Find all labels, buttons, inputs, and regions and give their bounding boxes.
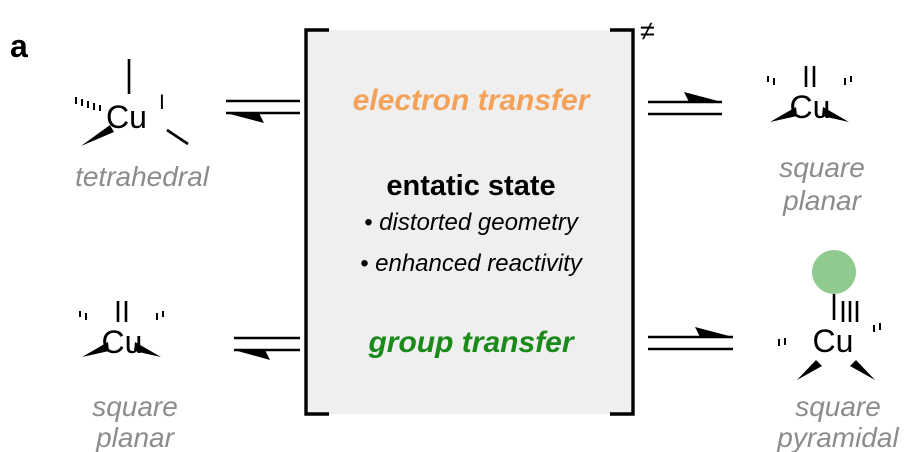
equilibrium-arrow-top-left — [226, 99, 300, 123]
hashed-wedge-bond — [75, 97, 101, 111]
metal-label: Cu — [813, 323, 854, 359]
equilibrium-arrow-top-right — [648, 92, 722, 116]
metal-label: Cu — [790, 89, 831, 125]
geometry-label-square: square — [779, 152, 865, 183]
solid-wedge-bond — [822, 107, 849, 122]
transition-state-symbol: ≠ — [640, 16, 655, 46]
geometry-label-tetrahedral: tetrahedral — [75, 161, 210, 192]
oxidation-state-iii — [841, 301, 859, 322]
bullet-distorted-geometry: • distorted geometry — [364, 209, 580, 236]
cu-ii-square-planar-complex: Cu — [79, 301, 164, 360]
solid-wedge-bond — [134, 342, 161, 357]
cu-i-tetrahedral-complex: Cu I — [75, 59, 189, 146]
transferred-group-ligand — [812, 250, 856, 294]
metal-label: Cu — [106, 99, 147, 135]
bullet-enhanced-reactivity: • enhanced reactivity — [360, 250, 584, 277]
oxidation-state: I — [159, 91, 165, 114]
cu-ii-square-planar-complex: Cu — [767, 66, 852, 125]
solid-wedge-bond — [770, 107, 797, 122]
right-bracket — [610, 28, 635, 416]
group-transfer-label: group transfer — [367, 326, 575, 359]
hashed-wedge-bond — [778, 323, 881, 346]
geometry-label-square: square — [795, 391, 881, 422]
hashed-wedge-bond — [79, 311, 164, 320]
left-bracket — [304, 28, 329, 416]
equilibrium-arrow-bottom-left — [234, 336, 300, 360]
transition-state-box — [306, 30, 633, 414]
metal-label: Cu — [102, 324, 143, 360]
geometry-label-planar: planar — [782, 185, 863, 216]
solid-wedge-bond — [81, 125, 114, 146]
cu-iii-square-pyramidal-complex: Cu — [778, 250, 881, 380]
panel-label: a — [10, 28, 28, 64]
geometry-label-square: square — [92, 391, 178, 422]
entatic-state-title: entatic state — [386, 170, 555, 202]
solid-wedge-bond — [82, 342, 109, 357]
geometry-label-pyramidal: pyramidal — [776, 422, 899, 452]
solid-wedge-bond — [850, 360, 875, 380]
electron-transfer-label: electron transfer — [353, 84, 592, 117]
solid-wedge-bond — [797, 360, 822, 380]
hashed-wedge-bond — [767, 76, 852, 85]
equilibrium-arrow-bottom-right — [648, 327, 733, 351]
geometry-label-planar: planar — [95, 422, 176, 452]
